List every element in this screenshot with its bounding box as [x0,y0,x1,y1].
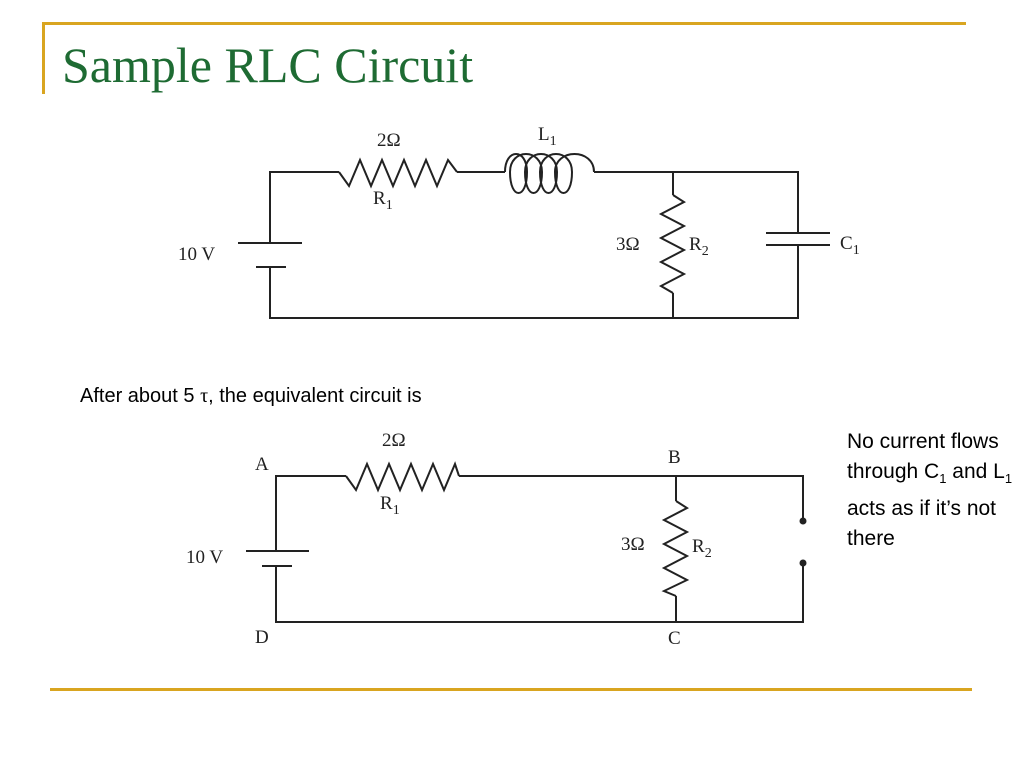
circuit2-r1-value: 2Ω [382,430,406,451]
circuit1-battery [238,242,302,268]
circuit1-r2-label: R2 [689,234,709,259]
circuit2-r2-resistor [661,500,690,597]
circuit2-battery [246,550,309,567]
equivalent-circuit-caption: After about 5 τ, the equivalent circuit … [80,385,422,408]
circuit2-node-c: C [668,628,681,649]
tau-symbol: τ [200,385,209,407]
note-l-subscript: 1 [1004,471,1013,487]
caption-text-after: , the equivalent circuit is [208,385,422,407]
circuit1-l1-label: L1 [538,124,557,149]
circuit2-node-a: A [255,454,269,475]
circuit2-source-label: 10 V [186,547,223,568]
circuit2-r1-label: R1 [380,493,400,518]
circuit1-c1-capacitor [766,232,830,246]
circuit2-node-d: D [255,627,269,648]
note-line3: acts as if it’s not there [847,497,997,551]
circuit2-node-b: B [668,447,681,468]
circuit1-r2-resistor [658,194,687,294]
circuit2-r2-label: R2 [692,536,712,561]
circuit1-r1-label: R1 [373,188,393,213]
accent-rule-left [42,22,45,94]
circuit1-wires [269,171,799,319]
circuit2-r1-resistor [345,461,460,493]
circuit2-open-terminal-top [799,517,807,525]
side-note: No current flows through C1 and L1 acts … [847,427,1017,554]
slide-title: Sample RLC Circuit [62,37,474,93]
accent-rule-bottom [50,688,972,691]
note-line2: and L [946,460,1005,483]
circuit1-r2-value: 3Ω [616,234,640,255]
note-line1: No current flows through C [847,430,999,483]
circuit2-open-terminal-bottom [799,559,807,567]
circuit1-c1-label: C1 [840,233,860,258]
circuit1-l1-inductor [504,153,595,194]
accent-rule-top [42,22,966,25]
circuit2-wires [275,475,804,623]
circuit2-r2-value: 3Ω [621,534,645,555]
caption-text-before: After about 5 [80,385,201,407]
circuit1-r1-value: 2Ω [377,130,401,151]
circuit1-r1-resistor [338,157,458,189]
circuit1-source-label: 10 V [178,244,215,265]
note-c-subscript: 1 [939,471,947,487]
